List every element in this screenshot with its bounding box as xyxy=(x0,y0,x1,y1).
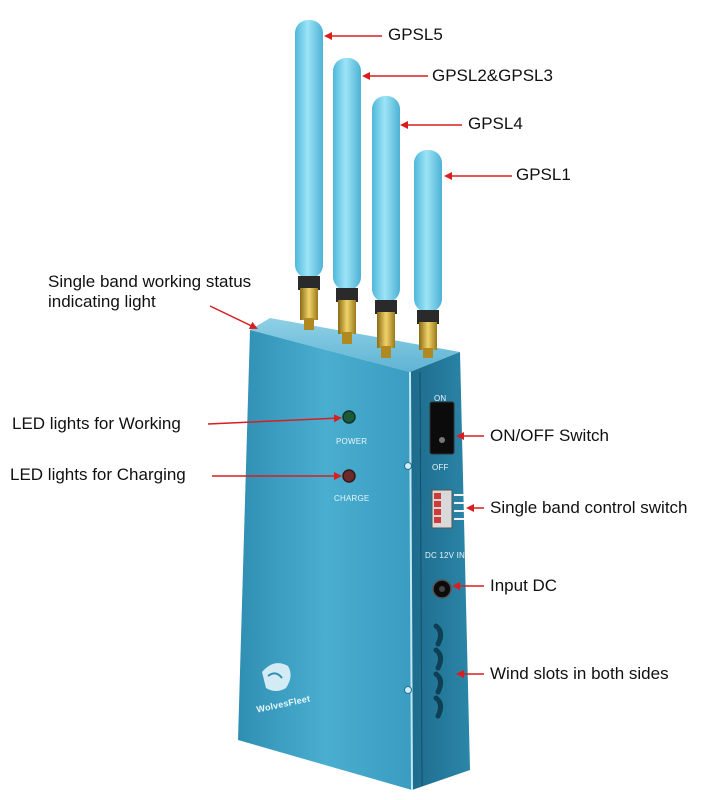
label-band-switch: Single band control switch xyxy=(490,498,688,517)
device-dc-in-text: DC 12V IN xyxy=(425,551,466,560)
label-gpsl5: GPSL5 xyxy=(388,25,443,44)
callout-arrows xyxy=(207,32,512,678)
screw xyxy=(404,686,412,694)
device-off-text: OFF xyxy=(432,463,449,472)
label-gpsl2-gpsl3: GPSL2&GPSL3 xyxy=(432,66,553,85)
front-panel xyxy=(262,410,356,691)
device-power-text: POWER xyxy=(336,437,368,446)
arrow-led-working xyxy=(207,414,342,425)
label-led-working: LED lights for Working xyxy=(12,414,181,433)
device-on-text: ON xyxy=(434,394,447,403)
label-status-light-line1: Single band working status xyxy=(48,272,252,291)
power-led xyxy=(342,410,356,424)
screw xyxy=(404,462,412,470)
device-charge-text: CHARGE xyxy=(334,494,370,503)
brand-logo xyxy=(262,663,291,691)
device-side-face xyxy=(410,352,470,790)
band-control-switch xyxy=(431,489,464,529)
label-gpsl1: GPSL1 xyxy=(516,165,571,184)
label-on-off-switch: ON/OFF Switch xyxy=(490,426,610,445)
antenna-gpsl2-gpsl3 xyxy=(333,58,361,344)
label-status-light-line2: indicating light xyxy=(48,292,156,311)
antenna-gpsl5 xyxy=(295,20,323,330)
label-gpsl4: GPSL4 xyxy=(468,114,523,133)
side-panel xyxy=(404,401,464,719)
label-input-dc: Input DC xyxy=(490,576,558,595)
charge-led xyxy=(342,469,356,483)
device-front-face xyxy=(238,330,412,790)
arrow-status-light xyxy=(209,305,258,330)
antenna-gpsl4 xyxy=(372,96,400,358)
antenna-group xyxy=(295,20,442,358)
device-top-face xyxy=(250,318,460,372)
on-off-switch xyxy=(429,401,455,455)
label-wind-slots: Wind slots in both sides xyxy=(490,664,669,683)
label-led-charging: LED lights for Charging xyxy=(10,465,186,484)
antenna-gpsl1 xyxy=(414,150,442,358)
wind-slots xyxy=(433,623,444,719)
